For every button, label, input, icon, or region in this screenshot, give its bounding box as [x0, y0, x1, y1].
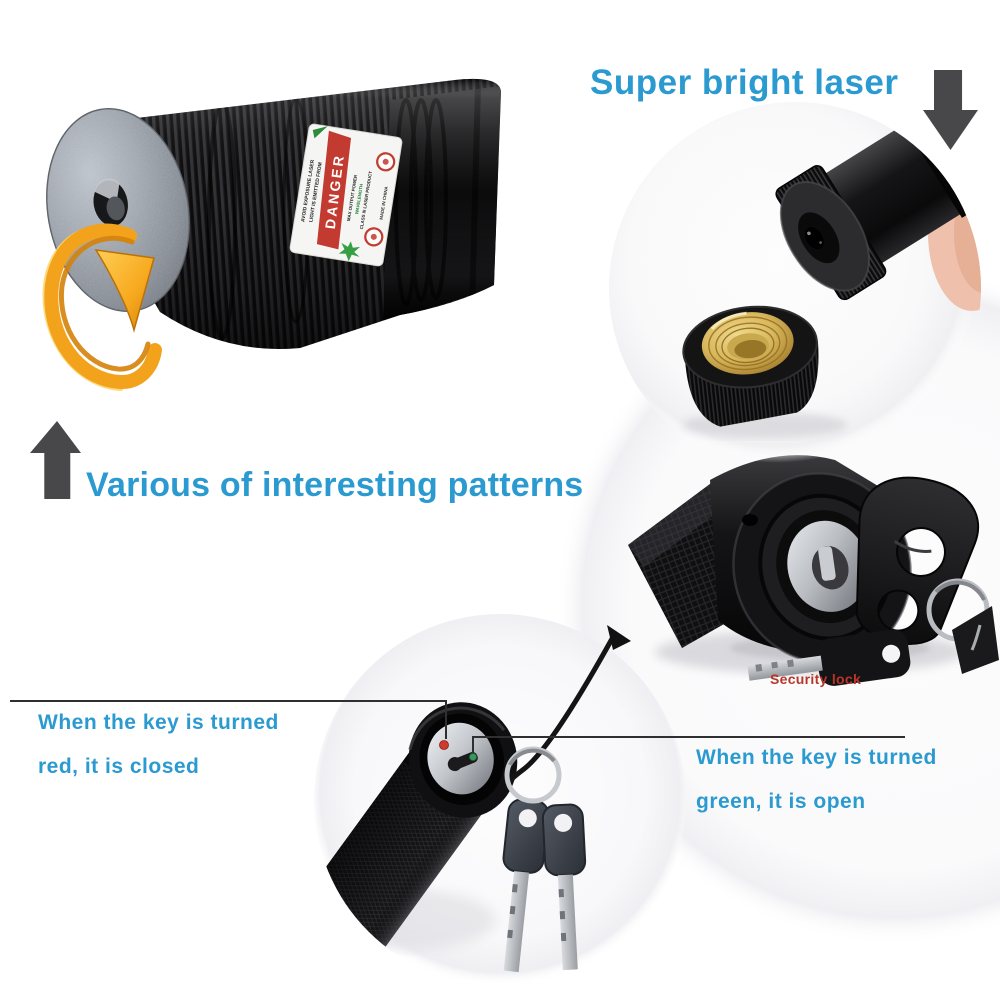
lanyard-strap — [504, 625, 631, 790]
caption-key-green-line1: When the key is turned — [696, 746, 937, 769]
label-green-triangle — [312, 126, 328, 139]
key-lock-photo — [314, 614, 686, 986]
up-arrow-icon — [30, 421, 81, 499]
green-indicator-dot — [469, 753, 477, 761]
caption-key-red-line2: red, it is closed — [38, 755, 200, 778]
caption-key-red-line1: When the key is turned — [38, 711, 279, 734]
red-indicator-dot — [439, 740, 449, 750]
strap-key-ring — [504, 746, 562, 804]
heading-super-bright-laser: Super bright laser — [590, 63, 899, 102]
leader-line-green-horizontal — [472, 736, 905, 738]
caption-key-red: When the key is turned red, it is closed — [38, 701, 279, 789]
label-warning-icons — [364, 152, 396, 247]
danger-ribbon: DANGER — [314, 128, 354, 252]
warning-label: AVOID EXPOSURE LASER LIGHT IS EMITTED FR… — [289, 123, 403, 267]
hanging-keys — [502, 798, 587, 973]
label-right-line2: WAVELENGTH — [354, 184, 364, 215]
heading-various-patterns: Various of interesting patterns — [86, 466, 584, 504]
brass-adapter-cap — [682, 305, 819, 427]
leader-line-green-vertical — [472, 736, 474, 753]
label-bottom-line: MADE IN CHINA — [379, 185, 389, 220]
leader-line-red-horizontal — [10, 700, 447, 702]
label-green-starburst — [338, 241, 361, 262]
caption-key-green-line2: green, it is open — [696, 790, 866, 813]
caption-security-lock: Security lock — [770, 671, 862, 687]
caption-key-green: When the key is turned green, it is open — [696, 736, 937, 824]
carabiner-clip — [952, 606, 999, 674]
knob-hole — [742, 514, 758, 526]
leader-line-red-vertical — [445, 700, 447, 739]
rotate-arrow-icon — [42, 223, 162, 391]
laser-pointer-rear-photo: AVOID EXPOSURE LASER LIGHT IS EMITTED FR… — [42, 78, 501, 391]
flat-key — [747, 629, 911, 686]
laser-tip-photo — [609, 102, 981, 474]
